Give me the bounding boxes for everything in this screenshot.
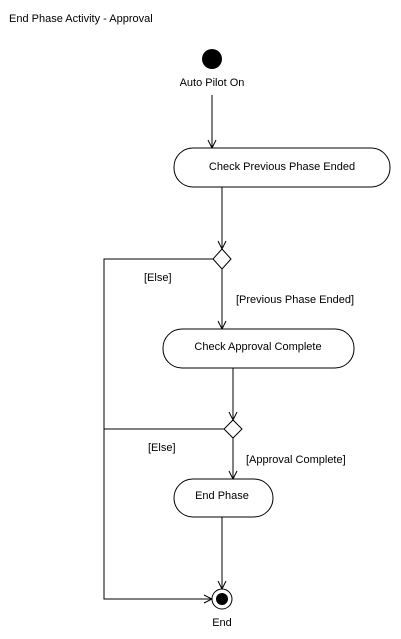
action-check-approval-label: Check Approval Complete	[194, 341, 321, 353]
action-end-phase-label: End Phase	[195, 490, 249, 502]
end-label: End	[212, 617, 232, 629]
start-label: Auto Pilot On	[180, 77, 245, 89]
action-check-approval	[162, 328, 355, 369]
action-check-previous-phase	[173, 147, 391, 188]
initial-node	[202, 49, 222, 69]
guard-previous-else: [Else]	[144, 272, 172, 284]
action-check-previous-phase-label: Check Previous Phase Ended	[209, 161, 355, 173]
final-node-inner	[216, 593, 228, 605]
diagram-title: End Phase Activity - Approval	[9, 13, 153, 25]
decision-approval	[223, 419, 243, 439]
guard-approval-complete: [Approval Complete]	[246, 454, 346, 466]
action-end-phase	[173, 478, 274, 518]
guard-approval-else: [Else]	[148, 442, 176, 454]
guard-previous-ended: [Previous Phase Ended]	[236, 294, 354, 306]
decision-previous-phase	[212, 248, 232, 270]
